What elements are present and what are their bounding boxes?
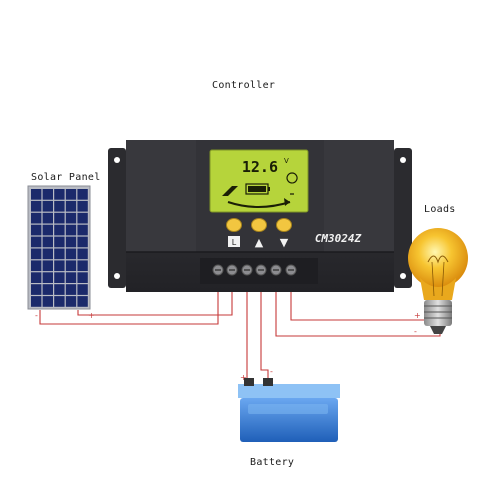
solar-cell [77,200,88,212]
solar-cell [31,260,42,272]
control-buttons: L ▲ ▼ [226,218,292,249]
terminal-screws [212,264,297,276]
solar-cell [31,296,42,307]
button-right [276,218,292,232]
solar-cell [31,189,42,200]
load-positive-mark: + [414,311,421,320]
solar-cell [31,248,42,260]
button-label-middle: ▲ [255,236,264,249]
solar-cell [77,224,88,236]
lcd-unit: V [284,157,289,165]
bulb-base [424,300,452,326]
solar-cell [31,212,42,224]
solar-panel [27,185,91,310]
solar-cell [42,272,53,283]
solar-cell [42,248,53,260]
solar-cell [54,189,65,200]
solar-cell [54,236,65,248]
button-left [226,218,242,232]
solar-cell [54,224,65,236]
solar-cell [54,260,65,272]
solar-cell [77,236,88,248]
battery-terminal-positive [244,378,254,386]
polarity-marks: - + + - - + [35,311,421,382]
solar-cell [42,189,53,200]
panel-positive-mark: + [88,311,95,320]
solar-cell [42,200,53,212]
solar-cell [42,260,53,272]
solar-cell [77,272,88,283]
solar-cell [31,236,42,248]
solar-cell [65,212,77,224]
solar-cell [42,236,53,248]
lcd-arrow-icon [227,201,291,208]
load-negative-mark: - [414,327,417,336]
lcd-bulb-icon [286,172,298,195]
solar-cell [42,224,53,236]
solar-cell [65,200,77,212]
solar-cell [65,189,77,200]
solar-cell [54,284,65,295]
solar-cell [65,224,77,236]
solar-cell [77,260,88,272]
solar-cell [54,248,65,260]
solar-cell [42,212,53,224]
battery-positive-mark: + [240,373,247,382]
solar-cell [65,284,77,295]
solar-cell [65,260,77,272]
button-label-left: L [232,238,237,247]
solar-cell [65,236,77,248]
solar-cell [31,284,42,295]
solar-cell [77,212,88,224]
battery-label: Battery [250,457,295,468]
solar-cell [77,248,88,260]
solar-cell [54,296,65,307]
panel-negative-mark: - [35,311,38,320]
battery-negative-mark: - [270,367,273,376]
solar-cell [42,296,53,307]
loads-label: Loads [424,204,456,215]
light-bulb [408,228,468,334]
battery-terminal-negative [263,378,273,386]
solar-cell [77,296,88,307]
solar-cell [42,284,53,295]
lcd-panel-icon [222,186,238,196]
controller-label: Controller [212,80,276,91]
solar-cell [54,212,65,224]
solar-cell [31,224,42,236]
solar-cell [31,272,42,283]
solar-cell [54,272,65,283]
solar-cell [54,200,65,212]
solar-cell [65,248,77,260]
model-label: CM3024Z [315,232,362,245]
solar-cell [65,272,77,283]
battery [238,378,340,442]
button-middle [251,218,267,232]
lcd-status-icons [222,172,298,208]
solar-cell [77,284,88,295]
solar-cell [65,296,77,307]
solar-cell [31,200,42,212]
mounting-ear-left [108,148,126,288]
solar-cell [77,189,88,200]
wire-panel-positive [77,276,233,316]
button-label-right: ▼ [280,236,289,249]
charge-controller: 12.6 V L ▲ ▼ CM3024Z [108,140,412,292]
wire-panel-negative [39,276,219,325]
wire-battery-negative [260,276,269,384]
wiring [39,276,441,384]
solar-panel-label: Solar Panel [31,172,101,183]
mounting-ear-right [394,148,412,288]
lcd-screen [209,149,309,213]
lcd-reading: 12.6 [242,158,278,176]
